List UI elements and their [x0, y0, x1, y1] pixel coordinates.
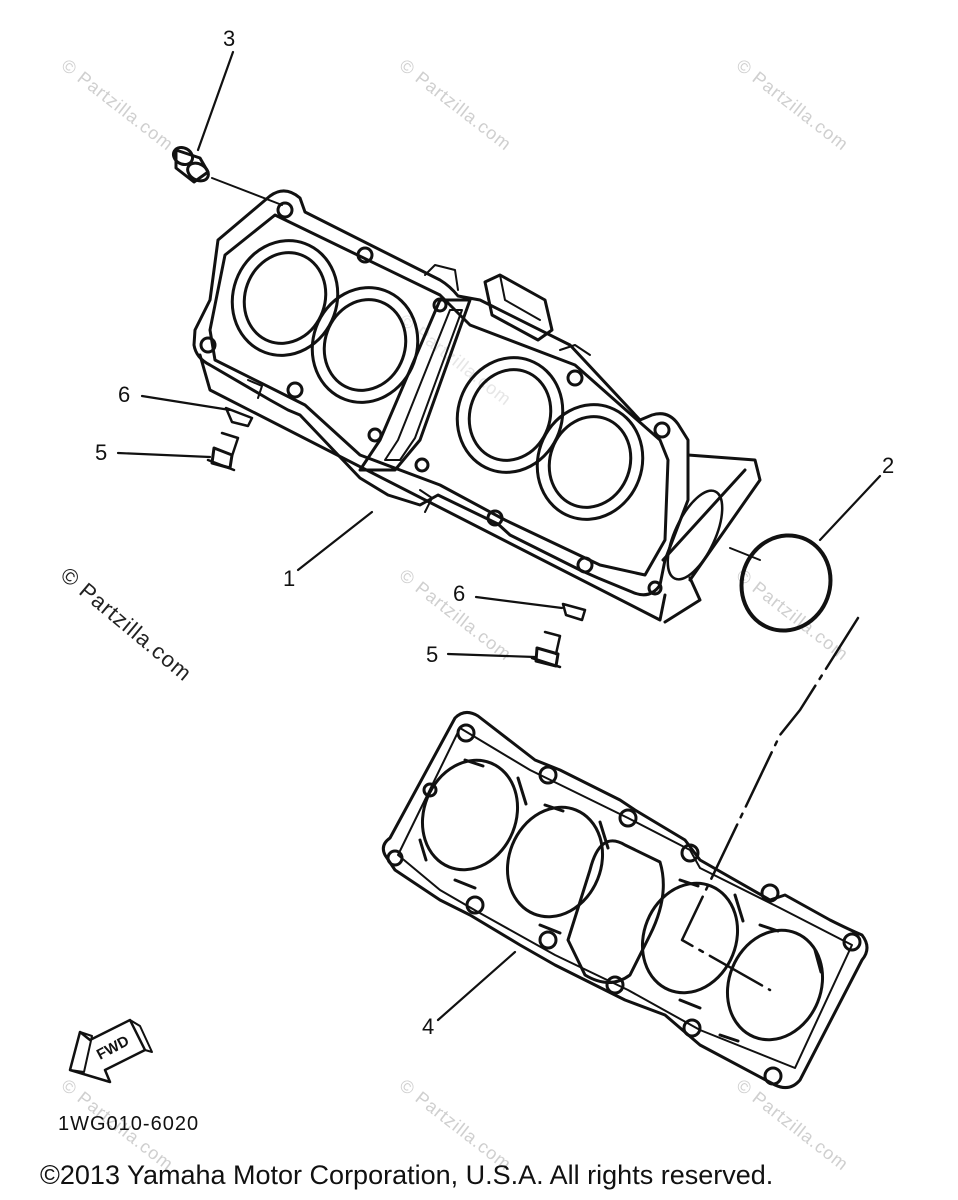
callout-2: 2	[882, 453, 895, 478]
cylinder-gasket-part-4	[381, 711, 869, 1090]
diagram-code: 1WG010-6020	[58, 1113, 200, 1135]
bolt-washer-left	[206, 406, 254, 472]
bolt-washer-center	[530, 602, 587, 669]
callout-3: 3	[223, 26, 236, 51]
cylinder-block	[192, 189, 762, 624]
fwd-arrow-icon	[68, 1018, 153, 1084]
callout-6: 6	[118, 382, 131, 407]
callout-1: 1	[283, 566, 296, 591]
copyright-notice: ©2013 Yamaha Motor Corporation, U.S.A. A…	[40, 1160, 774, 1190]
callout-5: 5	[95, 440, 108, 465]
dowel-pin-part-3	[171, 145, 283, 206]
leader-lines	[116, 50, 882, 1022]
callout-6: 6	[453, 581, 466, 606]
callout-5: 5	[426, 642, 439, 667]
o-ring-part-2	[739, 533, 833, 633]
callout-4: 4	[422, 1014, 435, 1039]
